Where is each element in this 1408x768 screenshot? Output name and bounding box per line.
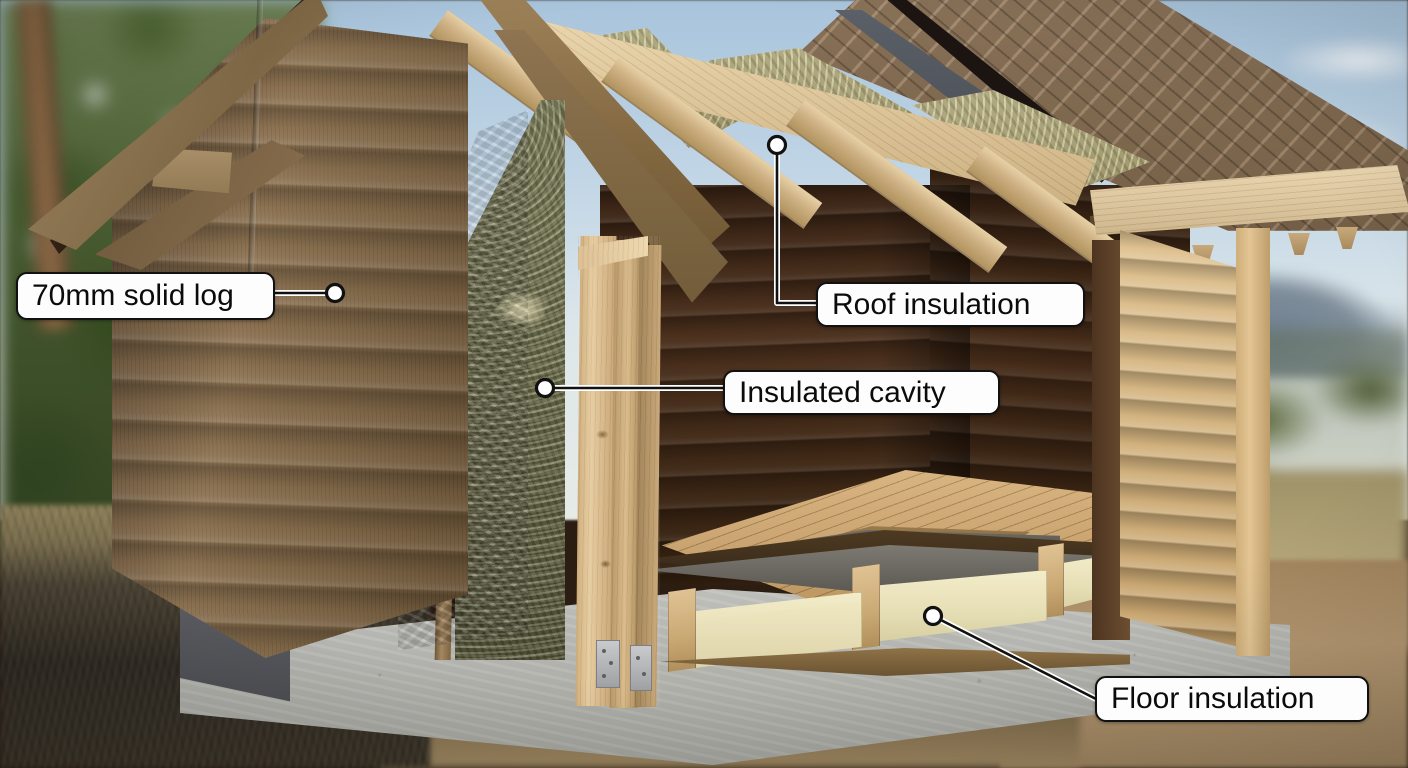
rafter-tail (1288, 233, 1310, 255)
leader-line-roof-insulation (766, 134, 816, 306)
metal-anchor-bracket (630, 645, 652, 691)
callout-roof-insulation-label: Roof insulation (832, 287, 1031, 321)
door-frame-grain (578, 236, 660, 706)
leader-line-floor-insulation (922, 605, 1100, 703)
leader-line-solid-log (243, 282, 346, 304)
callout-roof-insulation[interactable]: Roof insulation (816, 282, 1085, 327)
bracket-hole (642, 672, 646, 676)
bracket-hole (602, 674, 606, 678)
callout-insulated-cavity-label: Insulated cavity (739, 375, 946, 409)
callout-solid-log-label: 70mm solid log (32, 279, 234, 312)
bracket-hole (602, 649, 606, 653)
bracket-hole (609, 661, 613, 665)
right-exterior-log-wall (1120, 230, 1250, 650)
timber-knot (600, 560, 611, 568)
metal-anchor-bracket (596, 640, 620, 688)
bracket-hole (636, 656, 640, 660)
timber-knot (596, 430, 609, 439)
callout-floor-insulation[interactable]: Floor insulation (1095, 676, 1369, 722)
right-wall-log-courses (1120, 230, 1250, 650)
callout-solid-log[interactable]: 70mm solid log (16, 272, 275, 320)
leader-line-insulated-cavity (534, 377, 723, 399)
callout-floor-insulation-label: Floor insulation (1111, 682, 1315, 715)
rafter-tail (1336, 227, 1358, 249)
right-corner-post (1236, 228, 1270, 656)
callout-insulated-cavity[interactable]: Insulated cavity (723, 370, 1000, 415)
